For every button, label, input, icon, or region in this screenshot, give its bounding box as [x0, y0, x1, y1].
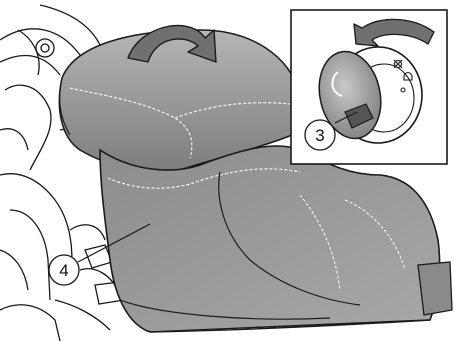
lock-detail-inset: 3 — [291, 10, 447, 164]
rider-seat — [100, 146, 452, 341]
callout-label-4: 4 — [59, 261, 68, 280]
callout-label-3: 3 — [315, 126, 324, 145]
